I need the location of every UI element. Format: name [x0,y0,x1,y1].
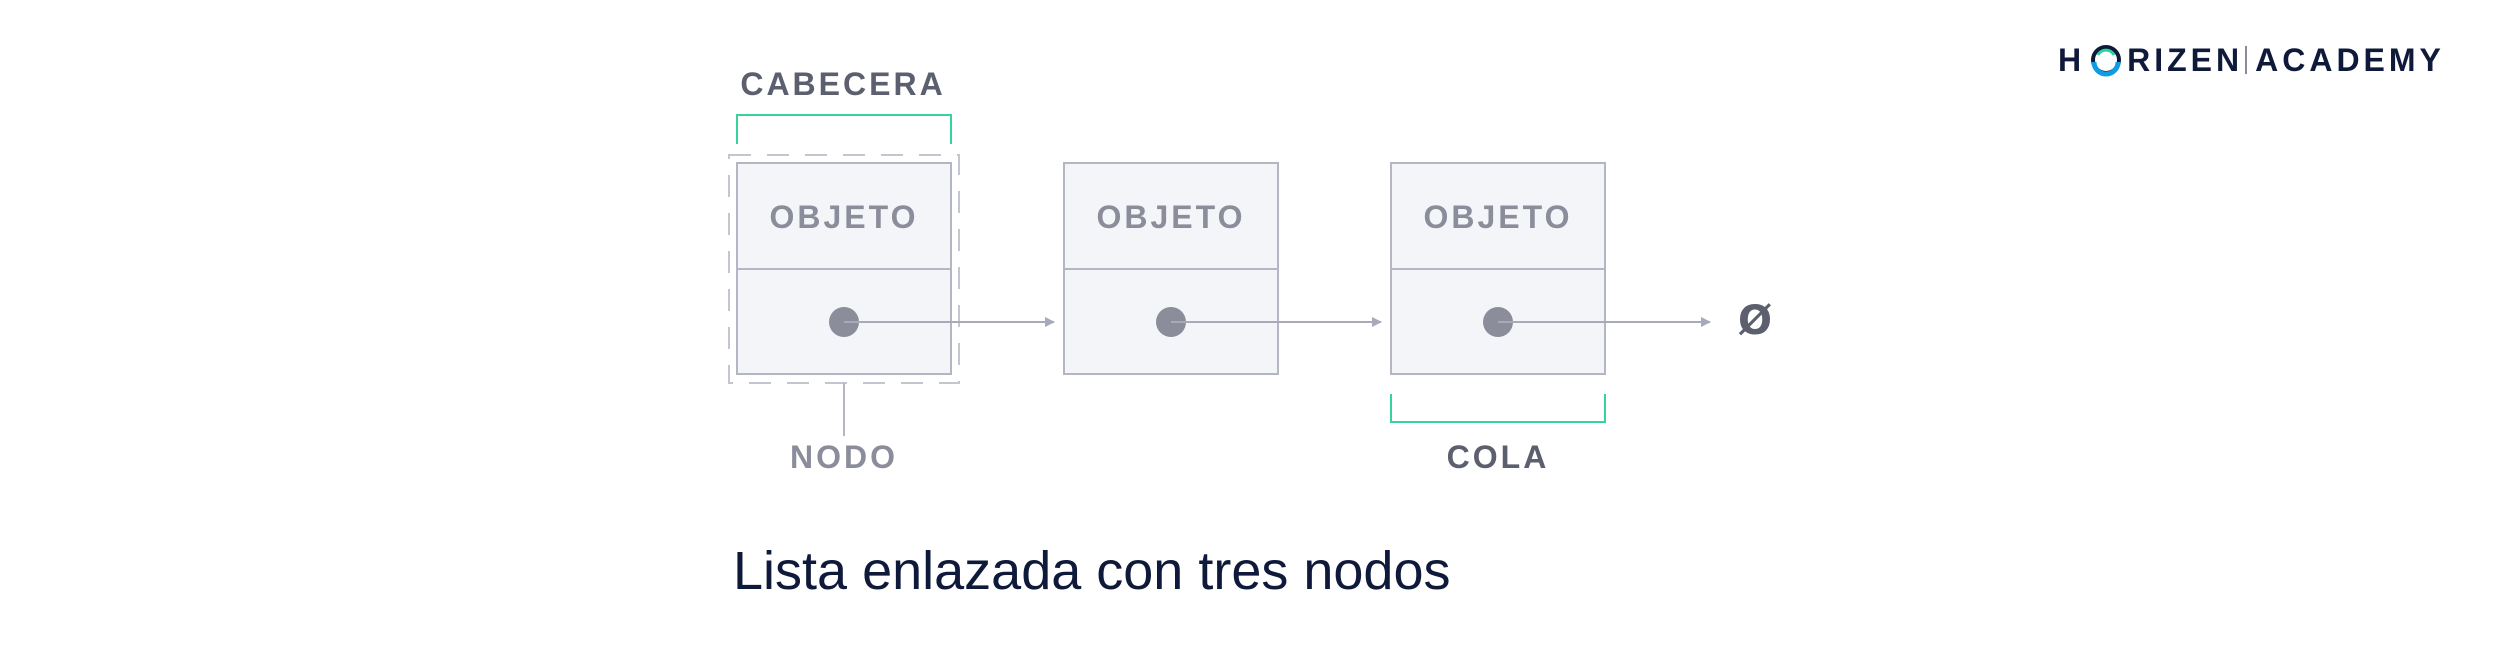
node-1-object-label: OBJETO [770,199,919,235]
figure-caption: Lista enlazada con tres nodos [733,541,1451,601]
node-3-object-cell [1390,162,1606,270]
tail-bracket [1390,394,1606,423]
null-symbol: Ø [1738,298,1772,344]
node-label: NODO [790,439,898,475]
node-3-object-label: OBJETO [1424,199,1573,235]
node-2-object-cell [1063,162,1279,270]
node-1-object-cell [736,162,952,270]
brand-letter-h: H [2058,41,2086,78]
list-node-3: OBJETO [1390,162,1711,375]
head-bracket [736,114,952,144]
list-node-1: OBJETO [736,162,1055,375]
tail-label: COLA [1447,439,1550,475]
brand-divider [2245,46,2248,74]
horizen-academy-logo: H RIZEN ACADEMY [2058,38,2445,82]
list-node-2: OBJETO [1063,162,1382,375]
head-label: CABECERA [740,66,945,102]
node-2-object-label: OBJETO [1097,199,1246,235]
brand-rizen-text: RIZEN [2127,41,2244,78]
brand-academy-text: ACADEMY [2255,41,2445,78]
horizen-o-logo-icon [2091,45,2122,77]
